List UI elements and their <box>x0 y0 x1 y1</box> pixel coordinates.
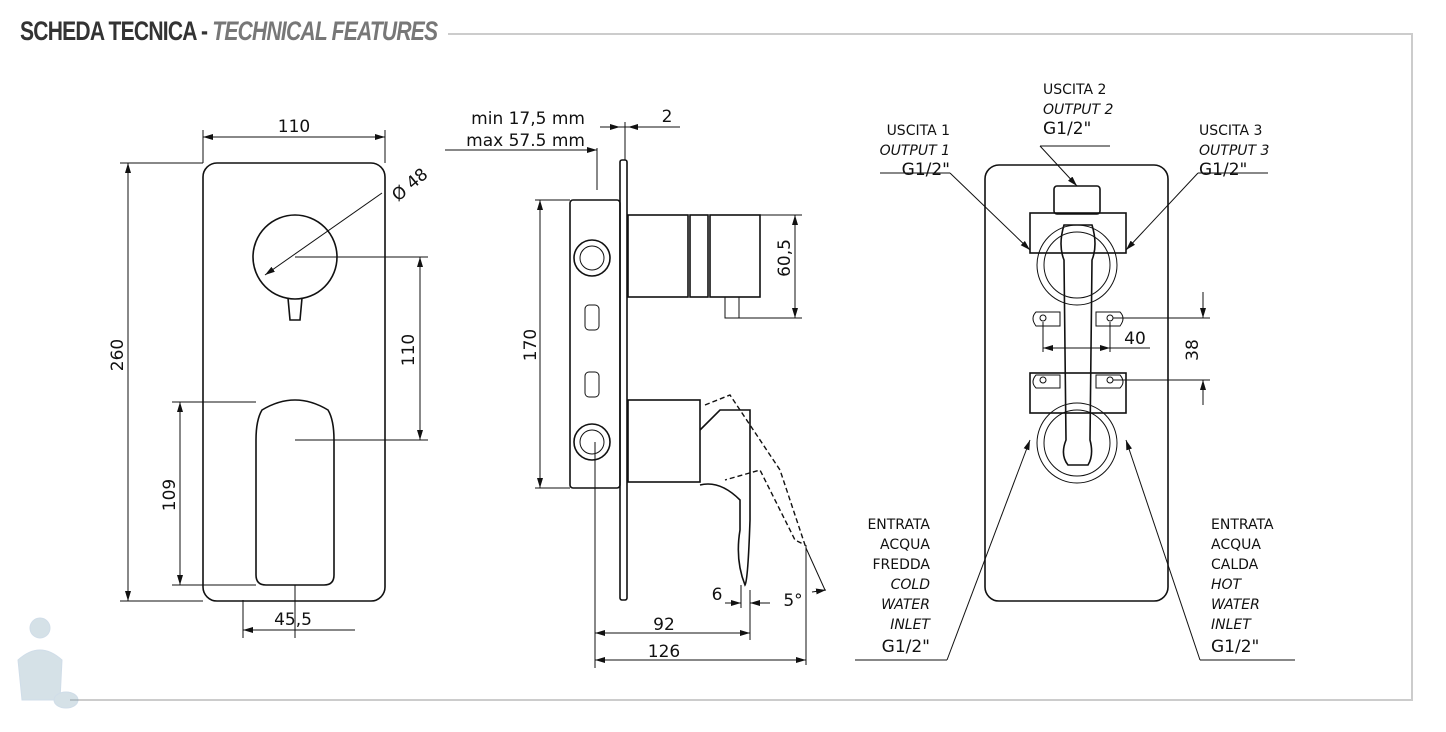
dim-depth-min: min 17,5 mm <box>471 109 585 129</box>
output1-it: USCITA 1 <box>887 123 950 139</box>
dim-box-height: 170 <box>521 329 541 361</box>
svg-text:ACQUA: ACQUA <box>880 537 930 553</box>
dim-axis-distance: 110 <box>399 334 419 366</box>
dim-width: 110 <box>278 117 310 137</box>
title-english: TECHNICAL FEATURES <box>212 16 438 46</box>
svg-text:INLET: INLET <box>890 617 931 633</box>
output3-it: USCITA 3 <box>1199 123 1262 139</box>
dim-plate-thickness: 2 <box>662 107 673 127</box>
svg-text:COLD: COLD <box>891 577 931 593</box>
svg-text:G1/2": G1/2" <box>1211 637 1259 657</box>
side-view: min 17,5 mm max 57.5 mm 2 170 60,5 6 5° … <box>445 107 827 668</box>
svg-text:ENTRATA: ENTRATA <box>1211 517 1274 533</box>
svg-text:FREDDA: FREDDA <box>872 557 930 573</box>
dim-depth-max: max 57.5 mm <box>466 131 585 151</box>
plumber-mascot-logo <box>17 617 79 709</box>
output2-it: USCITA 2 <box>1043 82 1106 98</box>
output3-en: OUTPUT 3 <box>1199 143 1269 159</box>
svg-text:ACQUA: ACQUA <box>1211 537 1261 553</box>
rear-view: 40 38 USCITA 1 OUTPUT 1 G1/2" USCITA 2 O… <box>855 82 1295 661</box>
svg-text:ENTRATA: ENTRATA <box>867 517 930 533</box>
output2-en: OUTPUT 2 <box>1043 102 1114 118</box>
dim-height: 260 <box>108 339 128 371</box>
front-view: 110 260 Ø 48 110 109 45,5 <box>108 117 432 638</box>
dim-lever-offset: 45,5 <box>274 610 312 630</box>
hot-inlet-label: ENTRATA ACQUA CALDA HOT WATER INLET G1/2… <box>1211 517 1274 657</box>
dim-depth-lever: 92 <box>653 615 675 635</box>
page-title: SCHEDA TECNICA - TECHNICAL FEATURES <box>20 16 438 47</box>
output1-en: OUTPUT 1 <box>880 143 950 159</box>
cold-inlet-label: ENTRATA ACQUA FREDDA COLD WATER INLET G1… <box>867 517 931 657</box>
svg-text:CALDA: CALDA <box>1211 557 1259 573</box>
dim-fix-spacing-v: 38 <box>1183 339 1203 361</box>
title-italian: SCHEDA TECNICA <box>20 16 197 46</box>
svg-text:G1/2": G1/2" <box>882 637 930 657</box>
svg-text:INLET: INLET <box>1211 617 1252 633</box>
dim-depth-total: 126 <box>648 642 680 662</box>
dim-lever-height: 109 <box>160 479 180 511</box>
dim-diameter: Ø 48 <box>388 165 432 206</box>
dim-knob-height: 60,5 <box>775 239 795 277</box>
svg-text:HOT: HOT <box>1211 577 1243 593</box>
output3-size: G1/2" <box>1199 160 1247 180</box>
title-separator: - <box>195 16 213 46</box>
dim-lever-gap: 6 <box>712 585 723 605</box>
svg-text:WATER: WATER <box>1211 597 1260 613</box>
output1-size: G1/2" <box>902 160 950 180</box>
dim-fix-spacing-h: 40 <box>1124 329 1146 349</box>
sheet-frame <box>70 33 1413 701</box>
svg-text:WATER: WATER <box>881 597 930 613</box>
output2-size: G1/2" <box>1043 119 1091 139</box>
dim-lever-angle: 5° <box>783 591 802 611</box>
